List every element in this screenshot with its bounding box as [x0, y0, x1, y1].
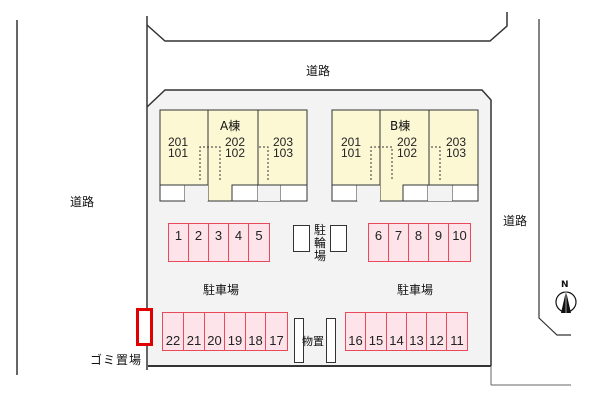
building-a-name: A棟	[220, 119, 241, 133]
building-a-shape	[159, 109, 308, 202]
storage-label: 物置	[302, 335, 324, 348]
north-compass-icon	[555, 291, 577, 313]
storage-right-box	[326, 318, 336, 363]
storage-left-box	[294, 318, 304, 363]
parking-stall[interactable]: 8	[409, 224, 429, 261]
building-b-name: B棟	[390, 119, 411, 133]
parking-row-bottom-left: 22 21 20 19 18 17	[162, 312, 288, 351]
parking-stall[interactable]: 12	[427, 313, 447, 350]
road-label-top: 道路	[306, 64, 331, 78]
parking-row-bottom-right: 16 15 14 13 12 11	[345, 312, 468, 351]
bicycle-parking-label: 駐輪場	[313, 223, 326, 263]
parking-stall[interactable]: 15	[366, 313, 387, 350]
parking-stall[interactable]: 16	[346, 313, 366, 350]
parking-stall[interactable]: 5	[255, 228, 263, 243]
parking-row-top-right: 6 7 8 9 10	[368, 223, 471, 262]
parking-stall[interactable]: 3	[209, 224, 229, 261]
parking-stall[interactable]: 9	[429, 224, 449, 261]
parking-stall[interactable]: 13	[407, 313, 427, 350]
north-label: N	[561, 280, 569, 290]
road-label-right: 道路	[503, 214, 528, 228]
building-b-shape	[331, 109, 479, 202]
bicycle-parking-right-box	[330, 225, 347, 252]
garbage-area-label: ゴミ置場	[90, 353, 143, 367]
parking-stall[interactable]: 19	[225, 313, 246, 350]
garbage-area-marker[interactable]	[136, 308, 153, 346]
parking-stall[interactable]: 10	[452, 228, 467, 243]
parking-stall[interactable]: 11	[450, 333, 464, 348]
parking-stall[interactable]: 14	[387, 313, 407, 350]
parking-stall[interactable]: 6	[369, 224, 389, 261]
parking-stall[interactable]: 1	[169, 224, 189, 261]
parking-stall[interactable]: 18	[246, 313, 266, 350]
parking-stall[interactable]: 17	[269, 333, 284, 348]
parking-area-label-left: 駐車場	[203, 283, 240, 297]
road-label-left: 道路	[70, 195, 95, 209]
bicycle-parking-left-box	[293, 225, 310, 252]
parking-stall[interactable]: 2	[189, 224, 209, 261]
parking-stall[interactable]: 21	[184, 313, 205, 350]
parking-stall[interactable]: 20	[205, 313, 225, 350]
parking-stall[interactable]: 22	[163, 313, 184, 350]
parking-area-label-right: 駐車場	[397, 283, 434, 297]
parking-stall[interactable]: 4	[229, 224, 249, 261]
parking-row-top-left: 1 2 3 4 5	[168, 223, 270, 262]
parking-stall[interactable]: 7	[389, 224, 409, 261]
